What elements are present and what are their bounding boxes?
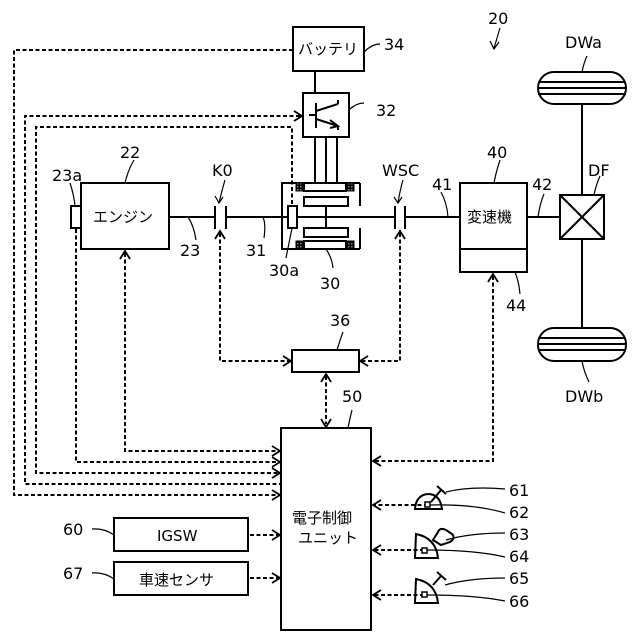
engine-leader [125, 160, 134, 183]
shaft-31-leader [263, 217, 265, 238]
crank-sensor-leader [70, 183, 75, 206]
hydraulic-unit-box [460, 249, 527, 272]
wheel-a-leader [582, 56, 587, 72]
wheel-b-label: DWb [565, 387, 603, 406]
shift-lever-leader [446, 488, 505, 492]
engine-ref: 22 [120, 143, 140, 162]
crank-sensor-ref: 23a [52, 166, 82, 185]
k0-label: K0 [212, 161, 233, 180]
ecu-label-line2: ユニット [298, 529, 358, 547]
crankshaft-ref: 23 [180, 241, 200, 260]
rotor-top [304, 197, 348, 206]
crankshaft-leader [188, 217, 196, 240]
wheel-a-label: DWa [565, 33, 602, 52]
shift-sensor-ref: 62 [509, 503, 529, 522]
signal-ecu-engine [125, 253, 278, 451]
brake-pedal-icon [415, 572, 446, 603]
speed-sensor-label: 車速センサ [139, 571, 214, 589]
ref-20: 20 [488, 9, 508, 28]
differential-label: DF [588, 161, 610, 180]
igsw-label: IGSW [157, 527, 198, 545]
speed-sensor-ref: 67 [63, 564, 83, 583]
inverter-leader [349, 103, 364, 110]
shaft-42-leader [538, 194, 544, 217]
wsc-pointer [394, 180, 403, 203]
ecu-leader [348, 410, 352, 428]
stator-winding-bl [296, 241, 304, 249]
hydraulic-control-leader [337, 332, 343, 350]
resolver-leader [286, 228, 292, 258]
engine-label: エンジン [93, 208, 153, 226]
hydraulic-unit-leader [515, 272, 520, 294]
k0-pointer [215, 180, 225, 203]
wheel-a [538, 72, 626, 104]
battery-ref: 34 [384, 35, 404, 54]
speed-sensor-leader [92, 573, 114, 579]
ecu-ref: 50 [342, 387, 362, 406]
shift-lever-ref: 61 [509, 481, 529, 500]
hydraulic-control-ref: 36 [330, 311, 350, 330]
shaft-41-ref: 41 [432, 175, 452, 194]
signal-ecu-transmission [375, 276, 493, 461]
stator-winding-br [346, 241, 354, 249]
resolver-ref: 30a [269, 261, 299, 280]
brake-pedal-leader [445, 578, 505, 585]
rotor-bottom [304, 228, 348, 237]
wheel-b [538, 328, 626, 361]
transmission-leader [494, 160, 500, 183]
brake-sensor-ref: 66 [509, 592, 529, 611]
stator-top [304, 183, 346, 191]
stator-bottom [304, 241, 346, 249]
wsc-label: WSC [382, 161, 419, 180]
shaft-31-ref: 31 [246, 241, 266, 260]
hydraulic-unit-ref: 44 [506, 296, 526, 315]
accel-pedal-ref: 63 [509, 525, 529, 544]
signal-crank-ecu [76, 229, 278, 462]
battery-label: バッテリ [298, 40, 358, 58]
resolver-sensor [288, 206, 297, 228]
inverter-ref: 32 [376, 101, 396, 120]
igsw-ref: 60 [63, 520, 83, 539]
signal-hyd-wsc [362, 233, 400, 361]
hydraulic-control-box [292, 350, 359, 372]
brake-sensor-leader [427, 595, 505, 601]
shaft-42-ref: 42 [532, 175, 552, 194]
wheel-b-leader [582, 361, 589, 382]
shaft-41-leader [441, 192, 448, 217]
motor-ref: 30 [320, 274, 340, 293]
ecu-label-line1: 電子制御 [292, 509, 352, 527]
brake-pedal-ref: 65 [509, 569, 529, 588]
accel-sensor-ref: 64 [509, 547, 529, 566]
crank-sensor [71, 206, 81, 228]
transmission-label: 変速機 [467, 208, 512, 226]
accel-pedal-leader [446, 533, 505, 540]
igsw-leader [92, 529, 114, 535]
transmission-ref: 40 [487, 143, 507, 162]
stator-winding-tl [296, 183, 304, 191]
stator-winding-tr [346, 183, 354, 191]
motor-leader [326, 249, 333, 268]
battery-leader [364, 44, 380, 52]
accelerator-pedal-icon [415, 529, 454, 558]
